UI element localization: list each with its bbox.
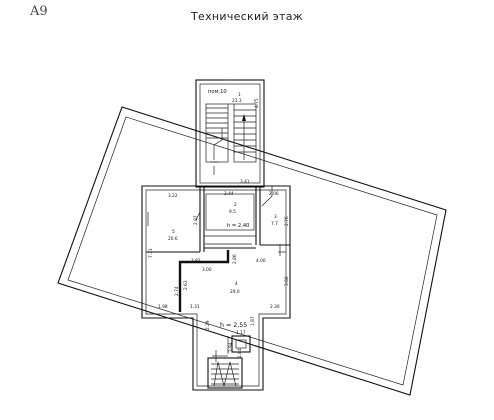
roof-outline bbox=[57, 106, 447, 396]
roof-inner-outline bbox=[67, 116, 438, 386]
dimension-label: 1.17 bbox=[236, 330, 246, 336]
room-5-number: 5 bbox=[172, 229, 175, 235]
dimension-label: 2.87 bbox=[193, 215, 199, 225]
room-4-number: 4 bbox=[235, 281, 238, 287]
room-5-area: 20.6 bbox=[168, 236, 178, 242]
dimension-label: 1.31 bbox=[190, 304, 200, 310]
dimension-label: 3.00 bbox=[202, 267, 212, 273]
height-label-upper: h = 2,40 bbox=[227, 223, 249, 229]
dimension-label: 2.74 bbox=[174, 286, 180, 296]
dimension-label: 3.22 bbox=[168, 193, 178, 199]
dimension-label: 1.97 bbox=[250, 316, 256, 326]
main-floor-walls bbox=[141, 185, 291, 391]
dimension-label: 3.94 bbox=[228, 342, 234, 352]
dimension-label: 2.06 bbox=[269, 191, 279, 197]
dimension-label: 2.63 bbox=[183, 280, 189, 290]
dimension-label: 2.80 bbox=[232, 254, 238, 264]
dimension-label: 4.75 bbox=[254, 98, 260, 108]
lower-shaft bbox=[212, 335, 251, 362]
dimension-label: 3.66 bbox=[284, 276, 290, 286]
dimension-label: 7.33 bbox=[148, 248, 154, 258]
dimension-label: 4.00 bbox=[256, 258, 266, 264]
room-2-area: 9.5 bbox=[229, 209, 236, 215]
sheet-code: A9 bbox=[30, 4, 48, 19]
height-label-lower: h = 2,55 bbox=[220, 322, 247, 329]
dimension-label: 2.30 bbox=[270, 304, 280, 310]
room-1-number: 1 bbox=[238, 92, 241, 98]
room-4-area: 29.0 bbox=[230, 289, 240, 295]
stair-room-label: пом.10 bbox=[208, 89, 227, 95]
dimension-label: 2.29 bbox=[205, 320, 211, 330]
dimension-label: 3.41 bbox=[240, 179, 250, 185]
room-3-area: 7.7 bbox=[271, 221, 278, 227]
room-2-number: 2 bbox=[234, 202, 237, 208]
stair-tower bbox=[195, 79, 265, 188]
dimension-label: 3.44 bbox=[224, 191, 234, 197]
dimension-label: 1.82 bbox=[191, 258, 201, 264]
dimension-label: 1.98 bbox=[158, 304, 168, 310]
dimension-label: 2.76 bbox=[284, 216, 290, 226]
page-title: Технический этаж bbox=[191, 10, 303, 23]
room-3-number: 3 bbox=[274, 214, 277, 220]
room-1-area: 21.3 bbox=[232, 98, 242, 104]
dimension-label: 1.84 bbox=[237, 348, 243, 358]
lower-stair bbox=[207, 357, 243, 389]
